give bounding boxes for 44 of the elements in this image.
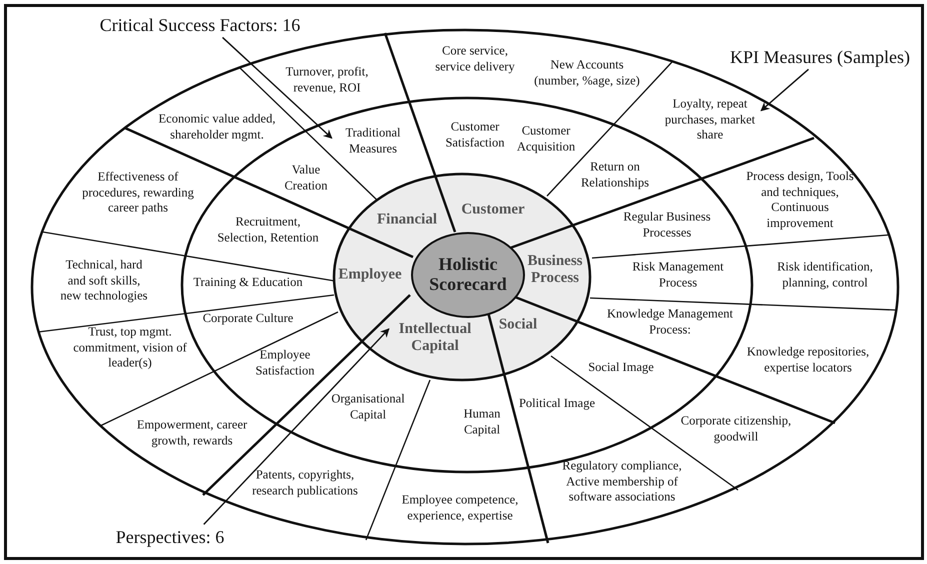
arrow	[203, 328, 390, 525]
segment-label: Core service, service delivery	[434, 43, 516, 75]
annotation-text: KPI Measures (Samples)	[730, 46, 910, 68]
segment-label: Knowledge Management Process:	[606, 306, 734, 338]
segment-label: Social Image	[587, 360, 655, 376]
segment-label: Customer Acquisition	[516, 123, 576, 155]
segment-label: Recruitment, Selection, Retention	[216, 214, 320, 246]
segment-label: Corporate citizenship, goodwill	[680, 413, 792, 445]
perspective-label: Employee	[338, 266, 402, 284]
segment-label: Technical, hard and soft skills, new technologies	[59, 258, 149, 304]
segment-label: Process design, Tools and techniques, Continuous improvement	[745, 168, 855, 232]
annotation-text: Critical Success Factors: 16	[100, 14, 300, 36]
segment-label: Value Creation	[283, 162, 329, 194]
segment-label: Effectiveness of procedures, rewarding career paths	[81, 170, 195, 216]
segment-label: Return on Relationships	[580, 159, 650, 191]
segment-label: Trust, top mgmt. commitment, vision of leader(s)	[72, 324, 188, 372]
segment-label: Turnover, profit, revenue, ROI	[284, 64, 370, 96]
perspective-label: Social	[498, 316, 538, 334]
annotation-text: Perspectives: 6	[116, 526, 224, 548]
segment-label: Human Capital	[462, 406, 502, 438]
perspective-label: Business Process	[526, 252, 584, 288]
segment-label: Empowerment, career growth, rewards	[136, 417, 248, 449]
segment-label: Regular Business Processes	[622, 209, 712, 241]
segment-label: Customer Satisfaction	[444, 119, 506, 151]
segment-label: Corporate Culture	[202, 311, 294, 327]
segment-label: Training & Education	[192, 275, 304, 291]
segment-label: Regulatory compliance, Active membership of software associations	[561, 458, 683, 506]
perspective-label: Customer	[461, 201, 525, 219]
segment-label: Employee Satisfaction	[254, 347, 316, 379]
arrow	[760, 68, 809, 112]
segment-label: Organisational Capital	[330, 391, 406, 423]
arrow	[222, 36, 332, 139]
segment-label: Risk identification, planning, control	[776, 259, 874, 291]
segment-label: Economic value added, shareholder mgmt.	[158, 111, 276, 143]
segment-label: Patents, copyrights, research publications	[251, 467, 359, 499]
segment-label: Traditional Measures	[333, 125, 413, 157]
perspective-label: Financial	[377, 211, 437, 229]
perspective-label: Intellectual Capital	[390, 320, 480, 356]
segment-label: New Accounts (number, %age, size)	[533, 57, 641, 89]
segment-label: Risk Management Process	[631, 259, 725, 291]
segment-label: Employee competence, experience, expertise	[400, 492, 520, 524]
segment-label: Knowledge repositories, expertise locators	[746, 344, 870, 376]
segment-label: Political Image	[518, 396, 596, 412]
segment-label: Loyalty, repeat purchases, market share	[660, 96, 760, 144]
